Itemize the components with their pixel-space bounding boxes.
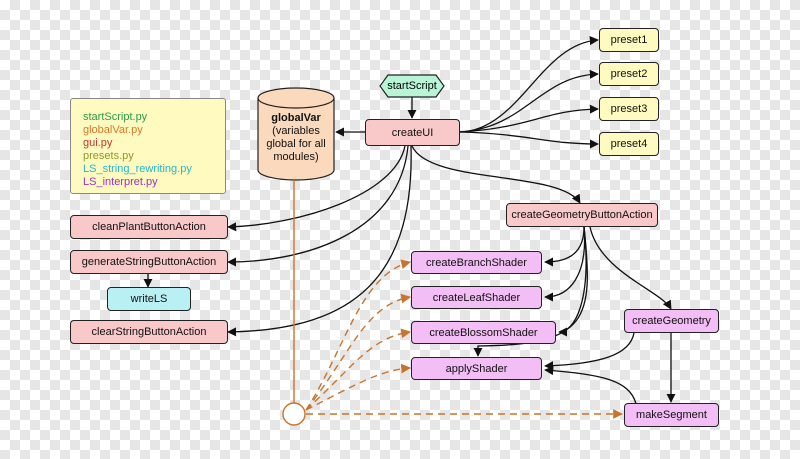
node-createblossomshader: createBlossomShader [411, 321, 556, 344]
legend-entry: LS_interpret.py [83, 176, 158, 188]
node-preset1: preset1 [599, 28, 659, 52]
legend-entry: globalVar.py [83, 124, 143, 136]
edge-createui-preset4 [459, 131, 599, 149]
edge-createui-creategeometrybutton [411, 145, 581, 204]
node-applyshader: applyShader [411, 357, 542, 380]
edge-createui-generatestring [227, 145, 409, 267]
globalvar-title: globalVar [271, 112, 321, 124]
edge-global-applyshader [305, 363, 411, 411]
node-createui: createUI [365, 119, 460, 146]
node-writels: writeLS [107, 287, 191, 311]
globalvar-junction [282, 402, 306, 426]
node-creategeometry: createGeometry [624, 309, 719, 333]
node-cleanplantbuttonaction: cleanPlantButtonAction [70, 215, 228, 239]
node-clearstringbuttonaction: clearStringButtonAction [70, 320, 228, 344]
edge-createui-clearstring [227, 145, 412, 337]
legend-entry: startScript.py [83, 111, 148, 123]
edge-createui-cleanplant [227, 145, 406, 232]
legend-entry: LS_string_rewriting.py [83, 163, 192, 175]
node-makesegment: makeSegment [624, 403, 719, 427]
edge-createui-preset1 [459, 36, 599, 133]
edge-global-branchshader [305, 259, 411, 411]
legend-entry: gui.py [83, 137, 113, 149]
legend-entry: presets.py [83, 150, 134, 162]
node-startscript: startScript [387, 80, 437, 92]
node-preset4: preset4 [599, 132, 659, 156]
node-createbranchshader: createBranchShader [411, 251, 542, 274]
startscript-hexagon [379, 74, 445, 98]
edge-createui-preset3 [459, 104, 599, 133]
edge-makesegment-applyshader [544, 366, 637, 405]
node-preset3: preset3 [599, 97, 659, 121]
globalvar-label: globalVar (variables global for all modu… [258, 112, 334, 164]
node-createleafshader: createLeafShader [411, 286, 542, 309]
node-creategeometrybuttonaction: createGeometryButtonAction [506, 203, 658, 227]
globalvar-cylinder [257, 87, 335, 181]
globalvar-description: (variables global for all modules) [266, 125, 326, 163]
edge-cgba-creategeometry [589, 226, 672, 310]
edge-global-blossomshader [305, 328, 411, 411]
node-generatestringbuttonaction: generateStringButtonAction [70, 250, 228, 274]
edge-cgba-leafshader [544, 226, 586, 302]
edge-cgba-branchshader [544, 226, 585, 267]
edge-global-leafshader [305, 293, 411, 411]
node-preset2: preset2 [599, 62, 659, 86]
edge-createui-preset2 [459, 69, 599, 133]
edge-creategeometry-applyshader [544, 332, 635, 371]
edge-cgba-applyshader [473, 226, 589, 357]
